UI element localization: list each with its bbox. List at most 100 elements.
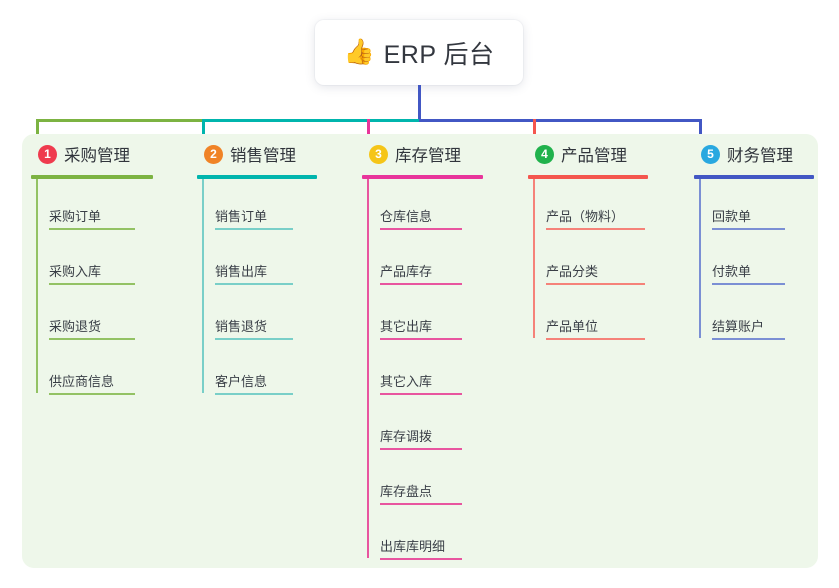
branch-item-rule (380, 503, 462, 505)
branch-item[interactable]: 产品库存 (380, 259, 462, 285)
branch-item-label: 采购订单 (49, 209, 102, 224)
branch-item-label: 采购退货 (49, 319, 102, 334)
branch-header-2[interactable]: 2 销售管理 (204, 142, 296, 166)
branch-item[interactable]: 销售退货 (215, 314, 293, 340)
branch-rule-2 (197, 175, 317, 179)
branch-item-rule (380, 228, 462, 230)
branch-item[interactable]: 采购入库 (49, 259, 135, 285)
branch-column-1: 1 采购管理采购订单采购入库采购退货供应商信息 (22, 0, 184, 588)
branch-item-label: 其它出库 (380, 319, 433, 334)
root-title: ERP 后台 (383, 40, 495, 69)
branch-rule-3 (362, 175, 483, 179)
branch-item[interactable]: 采购退货 (49, 314, 135, 340)
branch-item-rule (546, 338, 645, 340)
branch-item-rule (49, 338, 135, 340)
branch-title-4: 产品管理 (561, 147, 627, 165)
branch-badge-3: 3 (369, 144, 388, 164)
branch-item-rule (49, 393, 135, 395)
branch-spine-3 (367, 179, 369, 558)
branch-title-3: 库存管理 (395, 147, 461, 165)
branch-title-5: 财务管理 (727, 147, 793, 165)
branch-item[interactable]: 库存调拨 (380, 424, 462, 450)
bus-blue (419, 119, 702, 122)
branch-item-rule (380, 338, 462, 340)
branch-header-4[interactable]: 4 产品管理 (535, 142, 627, 166)
branch-item-rule (215, 228, 293, 230)
branch-item-rule (380, 393, 462, 395)
branch-column-5: 5 财务管理回款单付款单结算账户 (685, 0, 839, 588)
branch-item[interactable]: 供应商信息 (49, 369, 135, 395)
branch-header-1[interactable]: 1 采购管理 (38, 142, 130, 166)
branch-header-3[interactable]: 3 库存管理 (369, 142, 461, 166)
branch-item-label: 产品分类 (546, 264, 599, 279)
branch-item-rule (215, 283, 293, 285)
branch-item-rule (380, 283, 462, 285)
branch-column-2: 2 销售管理销售订单销售出库销售退货客户信息 (188, 0, 348, 588)
branch-item-label: 其它入库 (380, 374, 433, 389)
branch-item-label: 产品库存 (380, 264, 433, 279)
bus-green (36, 119, 202, 122)
branch-title-1: 采购管理 (64, 147, 130, 165)
root-node[interactable]: 👍 ERP 后台 (315, 20, 523, 85)
branch-item-rule (380, 558, 462, 560)
branch-item-label: 供应商信息 (49, 374, 115, 389)
branch-item-rule (712, 228, 785, 230)
branch-item-rule (380, 448, 462, 450)
branch-title-2: 销售管理 (230, 147, 296, 165)
branch-item-rule (712, 283, 785, 285)
branch-rule-5 (694, 175, 814, 179)
branch-spine-2 (202, 179, 204, 393)
branch-badge-4: 4 (535, 144, 554, 164)
branch-item-rule (215, 338, 293, 340)
branch-header-5[interactable]: 5 财务管理 (701, 142, 793, 166)
branch-item-label: 仓库信息 (380, 209, 433, 224)
branch-item-label: 产品（物料） (546, 209, 625, 224)
branch-item-label: 库存盘点 (380, 484, 433, 499)
branch-item-label: 销售订单 (215, 209, 268, 224)
branch-rule-1 (31, 175, 153, 179)
branch-item[interactable]: 其它出库 (380, 314, 462, 340)
branch-item[interactable]: 库存盘点 (380, 479, 462, 505)
branch-rule-4 (528, 175, 648, 179)
branch-item-label: 库存调拨 (380, 429, 433, 444)
branch-item[interactable]: 客户信息 (215, 369, 293, 395)
branch-item[interactable]: 采购订单 (49, 204, 135, 230)
branch-item[interactable]: 产品分类 (546, 259, 645, 285)
branch-item-rule (546, 228, 645, 230)
branch-item-label: 销售出库 (215, 264, 268, 279)
branch-item-rule (546, 283, 645, 285)
branch-column-3: 3 库存管理仓库信息产品库存其它出库其它入库库存调拨库存盘点出库库明细 (353, 0, 514, 588)
branch-item-rule (49, 228, 135, 230)
branch-item[interactable]: 销售订单 (215, 204, 293, 230)
branch-item-rule (712, 338, 785, 340)
branch-column-4: 4 产品管理产品（物料） 产品分类产品单位 (519, 0, 679, 588)
thumbs-up-icon: 👍 (343, 38, 375, 66)
branch-item-label: 客户信息 (215, 374, 268, 389)
branch-item-label: 采购入库 (49, 264, 102, 279)
branch-item[interactable]: 其它入库 (380, 369, 462, 395)
root-stem (418, 85, 421, 122)
branch-item[interactable]: 回款单 (712, 204, 785, 230)
branch-item[interactable]: 销售出库 (215, 259, 293, 285)
branch-badge-2: 2 (204, 144, 223, 164)
branch-item-rule (49, 283, 135, 285)
branch-spine-4 (533, 179, 535, 338)
branch-spine-1 (36, 179, 38, 393)
branch-badge-1: 1 (38, 144, 57, 164)
branch-item[interactable]: 结算账户 (712, 314, 785, 340)
bus-teal (202, 119, 419, 122)
branches-panel (22, 134, 818, 568)
branch-item-label: 出库库明细 (380, 539, 446, 554)
branch-badge-5: 5 (701, 144, 720, 164)
branch-item-label: 结算账户 (712, 319, 765, 334)
branch-item-label: 回款单 (712, 209, 752, 224)
branch-item[interactable]: 出库库明细 (380, 534, 462, 560)
branch-item[interactable]: 付款单 (712, 259, 785, 285)
branch-item[interactable]: 仓库信息 (380, 204, 462, 230)
branch-item-label: 付款单 (712, 264, 752, 279)
branch-item[interactable]: 产品单位 (546, 314, 645, 340)
branch-item-rule (215, 393, 293, 395)
branch-item[interactable]: 产品（物料） (546, 204, 645, 230)
branch-spine-5 (699, 179, 701, 338)
